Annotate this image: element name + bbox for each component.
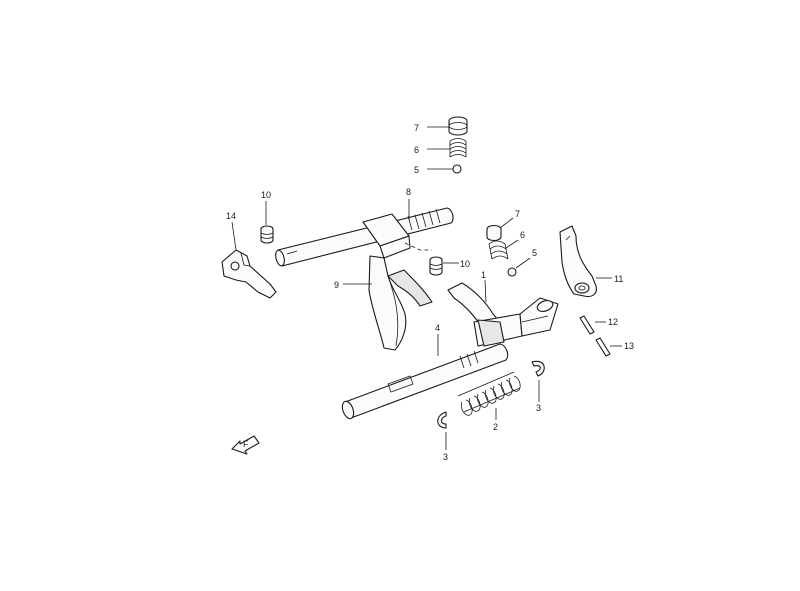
bolt-10-right	[429, 256, 443, 276]
front-arrow-label: F	[243, 439, 249, 449]
callout-2: 2	[493, 422, 498, 432]
callout-10-right: 10	[460, 259, 470, 269]
callout-8: 8	[406, 187, 411, 197]
callout-1: 1	[481, 270, 486, 280]
bracket-14	[221, 249, 277, 299]
callout-13: 13	[624, 341, 634, 351]
callout-10-left: 10	[261, 190, 271, 200]
callout-3-right: 3	[536, 403, 541, 413]
callout-5-right: 5	[532, 248, 537, 258]
callout-14: 14	[226, 211, 236, 221]
callout-7-top: 7	[414, 123, 419, 133]
fork-shaft-8	[275, 207, 454, 267]
shift-fork-1	[447, 282, 559, 347]
callout-7-right: 7	[515, 209, 520, 219]
spring-6-right	[488, 240, 509, 260]
callout-6-right: 6	[520, 230, 525, 240]
callout-11: 11	[614, 274, 623, 284]
top-ball-5	[452, 164, 462, 174]
callout-12: 12	[608, 317, 618, 327]
ball-5-right	[507, 267, 517, 277]
top-spring-cap-7	[448, 116, 468, 136]
callout-3-left: 3	[443, 452, 448, 462]
callout-6-top: 6	[414, 145, 419, 155]
spring-cap-7-right	[486, 224, 502, 242]
bolt-10-left	[260, 225, 274, 244]
top-spring-6	[449, 138, 467, 158]
circlip-3-left	[437, 411, 447, 429]
callout-9: 9	[334, 280, 339, 290]
callout-4: 4	[435, 323, 440, 333]
shift-shaft-4	[341, 343, 509, 420]
pin-12	[579, 315, 595, 335]
shift-arm-11	[559, 225, 597, 298]
pin-13	[595, 337, 611, 357]
callout-5-top: 5	[414, 165, 419, 175]
shift-fork-9	[362, 213, 433, 351]
circlip-3-right	[531, 360, 545, 377]
front-direction-arrow-icon: F	[231, 435, 260, 455]
coil-spring-2	[457, 371, 521, 416]
